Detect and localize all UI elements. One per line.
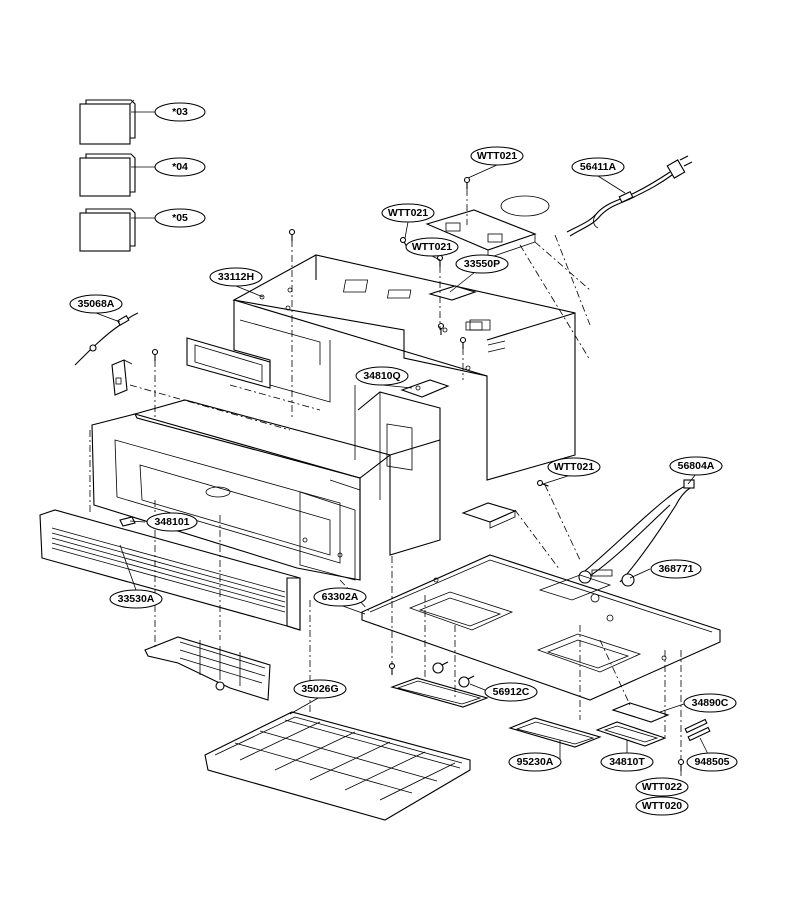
screw-mid3 [459,336,467,349]
label-34810t: 34810T [600,752,654,772]
screw-bottom-right [677,758,685,771]
perforated-grille [144,636,271,701]
label-95230a: 95230A [508,752,562,772]
svg-text:368771: 368771 [658,563,693,575]
svg-text:WTT020: WTT020 [642,800,682,812]
label-348101: 348101 [146,512,198,532]
label-wtt020: WTT020 [635,796,689,816]
svg-text:948505: 948505 [694,756,729,768]
svg-text:*04: *04 [172,161,188,173]
svg-text:35068A: 35068A [78,298,115,310]
svg-text:WTT021: WTT021 [412,241,452,253]
latch-plate [400,379,450,398]
control-plate [428,285,483,331]
label-wtt022: WTT022 [635,777,689,797]
wire-harness [578,479,695,587]
hinge-pins [684,718,711,742]
side-bracket [111,359,133,396]
label-34890c: 34890C [683,693,737,713]
svg-text:56411A: 56411A [580,161,617,173]
charcoal-filter [508,717,602,748]
light-glass [611,702,670,723]
label-wtt021-top: WTT021 [470,146,524,166]
svg-text:33550P: 33550P [464,258,500,270]
screw-left [288,228,296,241]
outer-cabinet [232,254,576,481]
manual-booklet-05 [79,208,136,252]
label-wtt021-low: WTT021 [405,237,459,257]
label-35068a: 35068A [69,294,123,314]
svg-text:56912C: 56912C [493,686,530,698]
svg-text:33530A: 33530A [118,593,155,605]
oven-cavity [91,337,441,581]
svg-text:WTT021: WTT021 [554,461,594,473]
alignment-lines [89,189,682,760]
wire-rack [204,711,471,821]
screw-bottom [388,662,396,675]
svg-text:34810T: 34810T [609,756,645,768]
svg-text:WTT021: WTT021 [477,150,517,162]
base-plate [361,554,721,701]
grease-filter [390,677,489,708]
label-948505: 948505 [686,752,738,772]
label-03: *03 [154,102,206,122]
svg-text:WTT022: WTT022 [642,781,682,793]
callout-labels: *03 *04 *05 WTT021 56411A WTT021 WTT021 … [69,102,738,816]
bottom-right-bracket [461,502,517,529]
label-wtt021-right: WTT021 [547,457,601,477]
screw-top [463,176,471,189]
top-cover-plate [425,195,550,259]
svg-text:56804A: 56804A [678,460,715,472]
front-door-grille [39,509,301,631]
thermostat-wire [74,312,139,366]
svg-text:348101: 348101 [154,516,189,528]
label-33550p: 33550P [455,254,509,274]
label-56411a: 56411A [571,157,625,177]
svg-text:34810Q: 34810Q [363,370,400,382]
label-56912c: 56912C [484,682,538,702]
svg-text:63302A: 63302A [322,591,359,603]
svg-text:35026G: 35026G [301,683,338,695]
label-56804a: 56804A [669,456,723,476]
svg-text:*05: *05 [172,212,188,224]
svg-text:34890C: 34890C [692,697,729,709]
screw-mid [436,254,444,267]
label-wtt021-mid: WTT021 [381,203,435,223]
label-04: *04 [154,157,206,177]
screw-bracket [151,348,159,361]
label-33530a: 33530A [109,589,163,609]
label-63302a: 63302A [313,587,367,607]
power-cord [566,155,693,237]
svg-text:95230A: 95230A [517,756,554,768]
label-368771: 368771 [650,559,702,579]
label-33112h: 33112H [209,267,263,287]
svg-text:WTT021: WTT021 [388,207,428,219]
lamp-cover [595,721,667,747]
svg-text:33112H: 33112H [218,271,254,283]
manual-booklet-03 [79,99,136,145]
svg-text:*03: *03 [172,106,188,118]
lamps [432,661,475,688]
screw-right-side [536,479,549,487]
manual-booklet-04 [79,153,136,197]
label-05: *05 [154,208,206,228]
label-34810q: 34810Q [355,366,409,386]
label-35026g: 35026G [293,679,347,699]
